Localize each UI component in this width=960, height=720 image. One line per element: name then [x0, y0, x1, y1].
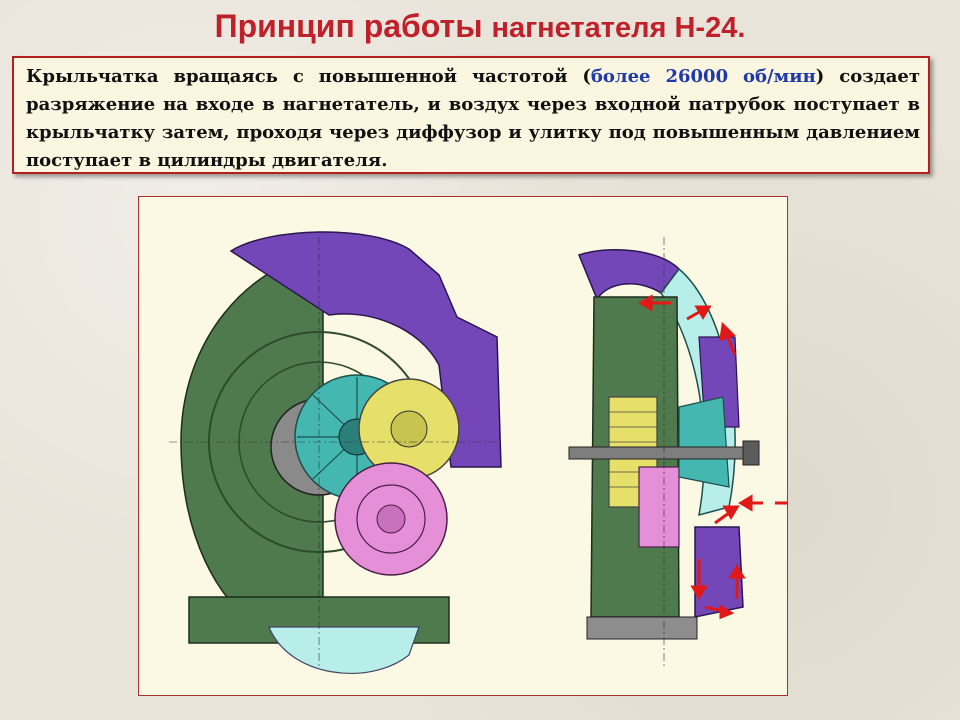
description-text: Крыльчатка вращаясь с повышенной частото… [26, 63, 920, 175]
gear-pink-hub [376, 504, 406, 534]
gear-pink-inner [356, 484, 426, 554]
slide-title: Принцип работы нагнетателя Н-24. [0, 8, 960, 45]
side-flange [586, 616, 698, 640]
description-box: Крыльчатка вращаясь с повышенной частото… [12, 56, 930, 174]
side-impeller [678, 396, 730, 488]
supercharger-drawing [169, 231, 787, 674]
description-text-before: Крыльчатка вращаясь с повышенной частото… [26, 66, 591, 87]
airflow-arrows [638, 294, 787, 620]
front-view [169, 231, 502, 674]
shaft-nut [742, 440, 760, 466]
title-part1: Принцип работы [214, 8, 492, 44]
side-gear-pink [638, 466, 680, 548]
rpm-highlight: более 26000 об/мин [590, 66, 816, 87]
gear-yellow-hub [390, 410, 428, 448]
description-text-after: ) создает разряжение на входе в нагнетат… [26, 66, 920, 171]
title-part2: нагнетателя Н-24. [491, 12, 746, 44]
illustration-frame [138, 196, 788, 696]
volute-left [229, 231, 502, 468]
side-view [568, 237, 760, 667]
lower-cover [268, 626, 420, 674]
